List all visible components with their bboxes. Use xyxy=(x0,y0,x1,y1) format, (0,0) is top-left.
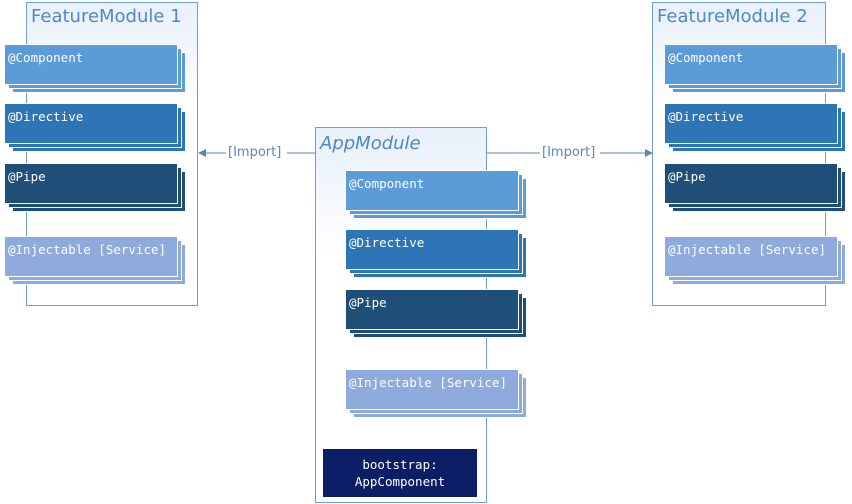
feature2-directive-label: @Directive xyxy=(668,109,744,124)
app-pipe-label: @Pipe xyxy=(349,295,387,310)
feature2-component-block: @Component xyxy=(664,44,846,93)
feature2-component-label: @Component xyxy=(668,50,744,65)
import-label-left: [Import] xyxy=(228,145,282,160)
feature1-component-label: @Component xyxy=(8,50,84,65)
feature2-pipe-block: @Pipe xyxy=(664,163,846,212)
feature-module-1-title: FeatureModule 1 xyxy=(31,6,182,27)
app-directive-label: @Directive xyxy=(349,235,425,250)
feature1-component-block: @Component xyxy=(4,44,186,93)
feature1-injectable-label: @Injectable [Service] xyxy=(8,242,167,257)
app-component-label: @Component xyxy=(349,176,425,191)
app-injectable-block: @Injectable [Service] xyxy=(345,369,527,418)
app-directive-block: @Directive xyxy=(345,229,527,278)
bootstrap-component-name: AppComponent xyxy=(354,474,446,489)
feature1-directive-block: @Directive xyxy=(4,103,186,152)
feature2-injectable-label: @Injectable [Service] xyxy=(668,242,827,257)
feature2-pipe-label: @Pipe xyxy=(668,169,706,184)
feature1-pipe-label: @Pipe xyxy=(8,169,46,184)
bootstrap-label: bootstrap: xyxy=(362,457,438,472)
feature1-directive-label: @Directive xyxy=(8,109,84,124)
feature2-injectable-block: @Injectable [Service] xyxy=(664,236,846,285)
app-module-title: AppModule xyxy=(320,133,421,154)
app-pipe-block: @Pipe xyxy=(345,289,527,338)
feature1-pipe-block: @Pipe xyxy=(4,163,186,212)
app-injectable-label: @Injectable [Service] xyxy=(349,375,508,390)
bootstrap-component-box: bootstrap: AppComponent xyxy=(323,449,477,497)
feature1-injectable-block: @Injectable [Service] xyxy=(4,236,186,285)
feature-module-2-title: FeatureModule 2 xyxy=(657,6,808,27)
app-component-block: @Component xyxy=(345,170,527,219)
feature2-directive-block: @Directive xyxy=(664,103,846,152)
import-label-right: [Import] xyxy=(542,145,596,160)
